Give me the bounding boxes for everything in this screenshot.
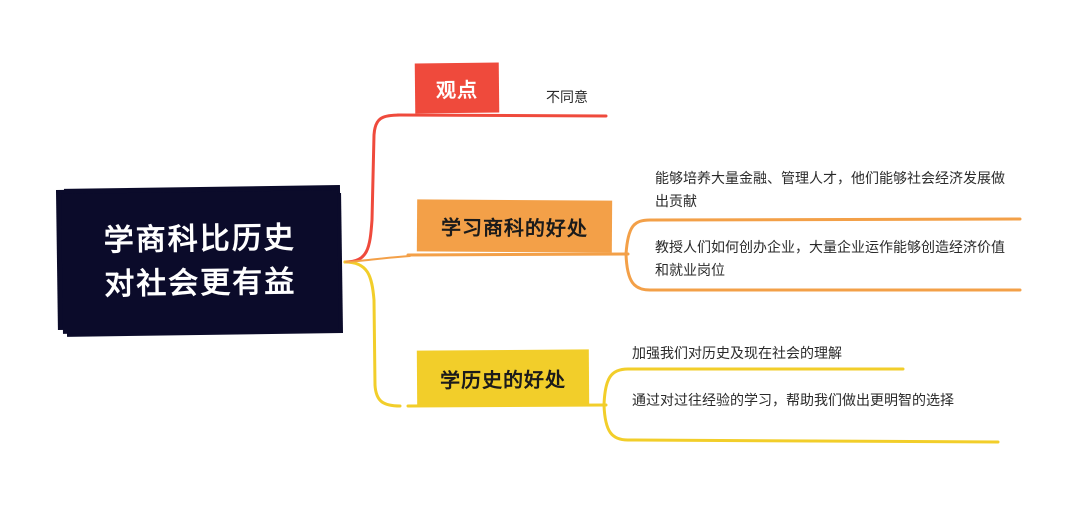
topic-business-benefits[interactable]: 学习商科的好处: [416, 199, 613, 253]
bracket-business-2: [624, 252, 1022, 292]
topic-history-benefits[interactable]: 学历史的好处: [416, 349, 590, 407]
underline-viewpoint: [396, 113, 608, 118]
leaf-business-talent[interactable]: 能够培养大量金融、管理人才，他们能够社会经济发展做出贡献: [655, 171, 1005, 210]
root-title-line-2: 对社会更有益: [104, 264, 297, 303]
connector-root-viewpoint: [343, 113, 402, 264]
leaf-viewpoint-disagree[interactable]: 不同意: [546, 90, 588, 106]
bracket-history-1: [602, 367, 905, 407]
leaf-history-choices[interactable]: 通过对过往经验的学习，帮助我们做出更明智的选择: [632, 393, 954, 409]
bracket-business-1: [624, 217, 1022, 256]
leaf-business-entrepreneurship[interactable]: 教授人们如何创办企业，大量企业运作能够创造经济价值和就业岗位: [655, 240, 1005, 279]
root-topic[interactable]: 学商科比历史 对社会更有益: [61, 190, 339, 334]
root-title-line-1: 学商科比历史: [103, 220, 296, 259]
connector-root-history: [343, 260, 402, 408]
topic-viewpoint[interactable]: 观点: [414, 62, 500, 114]
leaf-history-understanding[interactable]: 加强我们对历史及现在社会的理解: [632, 346, 842, 362]
connector-root-business: [345, 255, 411, 263]
bracket-history-2: [602, 403, 1000, 444]
underline-business: [406, 252, 630, 257]
